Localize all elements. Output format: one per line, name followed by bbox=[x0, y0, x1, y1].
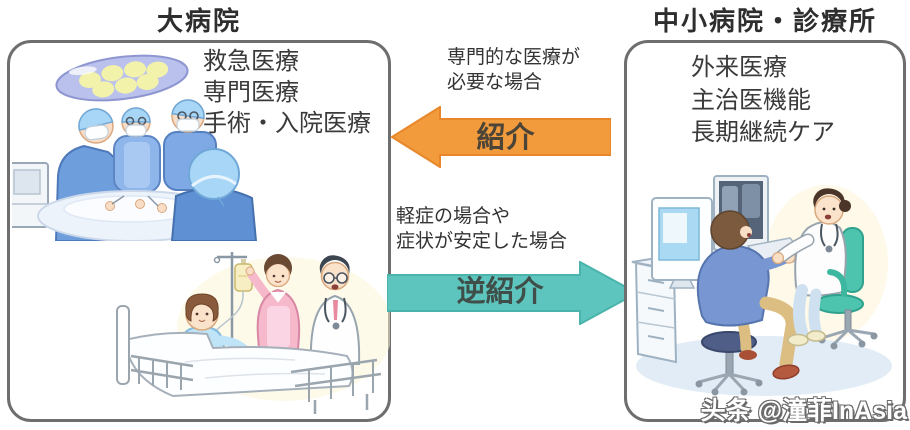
reverse-referral-condition: 軽症の場合や 症状が安定した場合 bbox=[396, 204, 567, 254]
office-chair-icon bbox=[814, 294, 878, 350]
referral-arrow bbox=[390, 106, 611, 168]
service-item: 長期継続ケア bbox=[691, 119, 835, 146]
referral-arrow-label: 紹介 bbox=[476, 122, 535, 154]
doctor-figure bbox=[309, 255, 361, 365]
hospital-bed-scene-illustration bbox=[116, 252, 390, 414]
reverse-referral-condition-line: 軽症の場合や bbox=[396, 206, 511, 227]
consultation-scene-illustration bbox=[631, 175, 892, 396]
service-item: 主治医機能 bbox=[691, 86, 811, 114]
surgeon-figure bbox=[170, 148, 258, 241]
surgery-monitor-icon bbox=[12, 162, 49, 228]
referral-condition-line: 必要な場合 bbox=[447, 72, 543, 93]
nurse-figure bbox=[245, 254, 301, 363]
service-item: 手術・入院医療 bbox=[203, 110, 371, 137]
large-hospital-title: 大病院 bbox=[156, 6, 241, 36]
referral-condition: 専門的な医療が 必要な場合 bbox=[447, 45, 580, 95]
small-hospital-services: 外来医療 主治医機能 長期継続ケア bbox=[691, 52, 835, 150]
service-item: 専門医療 bbox=[203, 79, 299, 106]
service-item: 外来医療 bbox=[691, 54, 787, 81]
reverse-referral-arrow-label: 逆紹介 bbox=[456, 276, 544, 308]
doctor-figure bbox=[787, 269, 848, 347]
surgery-scene-illustration bbox=[12, 54, 258, 241]
surgeon-figure bbox=[113, 107, 161, 193]
doctor-figure bbox=[771, 188, 851, 297]
large-hospital-services: 救急医療 専門医療 手術・入院医療 bbox=[203, 46, 371, 139]
small-hospital-title: 中小病院・診療所 bbox=[652, 6, 877, 36]
hospital-bed-icon bbox=[116, 305, 382, 414]
referral-condition-line: 専門的な医療が bbox=[447, 47, 581, 68]
reverse-referral-arrow bbox=[387, 261, 639, 325]
service-item: 救急医療 bbox=[203, 48, 299, 75]
reverse-referral-condition-line: 症状が安定した場合 bbox=[396, 231, 568, 252]
computer-monitor-icon bbox=[651, 197, 713, 289]
operating-light-icon bbox=[55, 54, 189, 102]
watermark: 头条 @潼菲InAsia bbox=[700, 397, 907, 425]
